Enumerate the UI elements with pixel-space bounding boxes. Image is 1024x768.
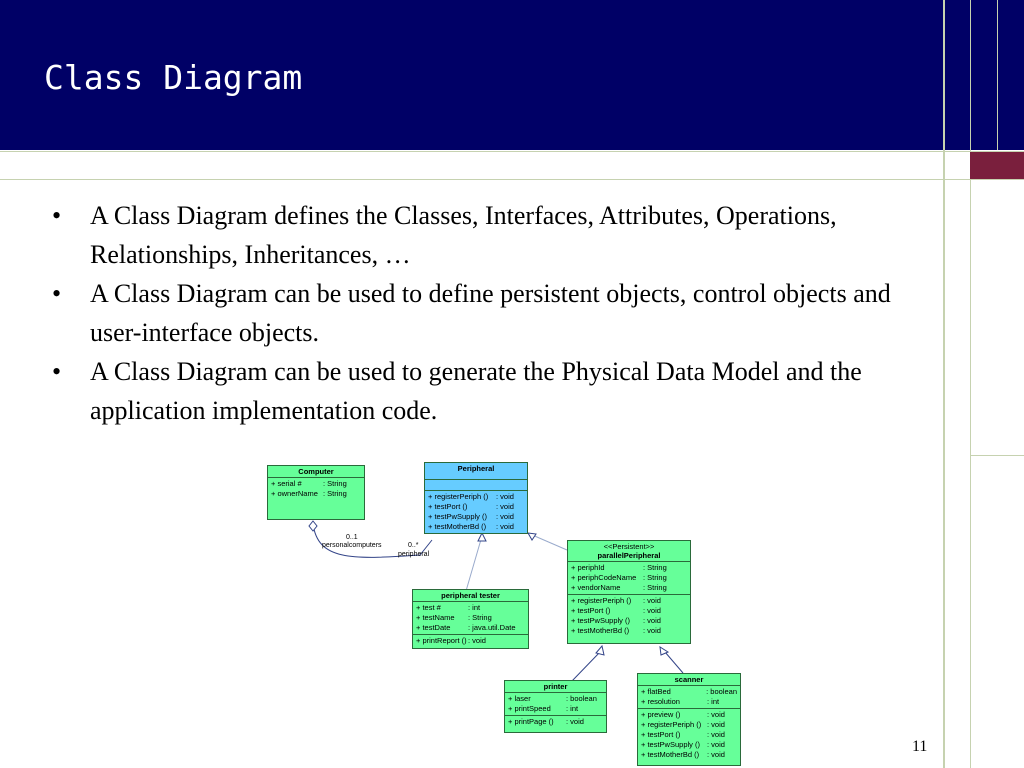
attribute-section: + laser: boolean + printSpeed: int [505, 693, 606, 716]
bullet-list: • A Class Diagram defines the Classes, In… [52, 196, 932, 430]
attribute-section: + test #: int + testName: String + testD… [413, 602, 528, 635]
generalization-arrow [477, 531, 487, 542]
operation-row: + testMotherBd (): void [428, 522, 514, 531]
bullet-dot: • [52, 279, 62, 308]
operation-row: + registerPeriph (): void [428, 492, 514, 501]
attribute-row: + flatBed: boolean [641, 687, 737, 696]
attribute-section: + serial #: String + ownerName: String [268, 478, 364, 500]
association-diamond [308, 520, 318, 532]
frame-line [997, 0, 998, 150]
operation-row: + testMotherBd (): void [571, 626, 661, 635]
class-name: scanner [638, 674, 740, 686]
attribute-row: + serial #: String [271, 479, 347, 488]
attribute-row: + periphId: String [571, 563, 667, 572]
class-peripheral-tester: peripheral tester + test #: int + testNa… [412, 589, 529, 649]
multiplicity-label: 0..* [408, 542, 419, 549]
page-number: 11 [912, 738, 928, 755]
operation-row: + testPort (): void [571, 606, 661, 615]
frame-line [0, 179, 1024, 180]
operation-section: + registerPeriph (): void + testPort ():… [568, 595, 690, 637]
generalization-line [664, 651, 684, 674]
generalization-line [571, 651, 601, 682]
frame-line [0, 151, 1024, 152]
class-scanner: scanner + flatBed: boolean + resolution:… [637, 673, 741, 766]
title-bar [0, 0, 1024, 150]
generalization-arrow [527, 532, 537, 541]
attribute-section: + periphId: String + periphCodeName: Str… [568, 562, 690, 595]
stereotype-label: <<Persistent>> [603, 542, 655, 551]
bullet-item: • A Class Diagram can be used to define p… [52, 274, 932, 352]
generalization-arrow [595, 644, 605, 656]
attribute-row: + ownerName: String [271, 489, 347, 498]
class-printer: printer + laser: boolean + printSpeed: i… [504, 680, 607, 733]
operation-row: + preview (): void [641, 710, 725, 719]
bullet-dot: • [52, 357, 62, 386]
bullet-dot: • [52, 201, 62, 230]
operation-row: + testPwSupply (): void [571, 616, 661, 625]
bullet-text: A Class Diagram can be used to define pe… [90, 279, 891, 347]
class-name: Computer [268, 466, 364, 478]
multiplicity-label: 0..1 [346, 534, 358, 541]
slide-title: Class Diagram [44, 58, 303, 97]
attribute-section: + flatBed: boolean + resolution: int [638, 686, 740, 709]
operation-row: + testMotherBd (): void [641, 750, 725, 759]
frame-line [943, 0, 945, 768]
operation-row: + testPwSupply (): void [428, 512, 514, 521]
class-parallel-peripheral: <<Persistent>> parallelPeripheral + peri… [567, 540, 691, 644]
generalization-line [529, 533, 568, 551]
generalization-arrow [659, 646, 670, 656]
attribute-row: + test #: int [416, 603, 481, 612]
association-line [312, 523, 433, 558]
operation-section: + registerPeriph (): void + testPort ():… [425, 491, 527, 533]
operation-row: + testPwSupply (): void [641, 740, 725, 749]
operation-section: + preview (): void + registerPeriph (): … [638, 709, 740, 761]
class-peripheral: Peripheral + registerPeriph (): void + t… [424, 462, 528, 534]
operation-row: + testPort (): void [641, 730, 725, 739]
operation-row: + testPort (): void [428, 502, 514, 511]
class-name: <<Persistent>> parallelPeripheral [568, 541, 690, 562]
bullet-item: • A Class Diagram can be used to generate… [52, 352, 932, 430]
attribute-row: + printSpeed: int [508, 704, 579, 713]
attribute-row: + resolution: int [641, 697, 720, 706]
operation-row: + printReport (): void [416, 636, 486, 645]
frame-line [970, 0, 971, 768]
attribute-row: + testName: String [416, 613, 492, 622]
attribute-row: + periphCodeName: String [571, 573, 667, 582]
role-label: personalcomputers [322, 542, 382, 549]
bullet-text: A Class Diagram can be used to generate … [90, 357, 862, 425]
attribute-section [425, 480, 527, 491]
accent-block [970, 152, 1024, 179]
class-name-text: parallelPeripheral [597, 551, 661, 560]
class-name: printer [505, 681, 606, 693]
class-name: Peripheral [425, 463, 527, 480]
bullet-item: • A Class Diagram defines the Classes, In… [52, 196, 932, 274]
operation-section: + printPage (): void [505, 716, 606, 728]
operation-row: + printPage (): void [508, 717, 584, 726]
class-name: peripheral tester [413, 590, 528, 602]
attribute-row: + vendorName: String [571, 583, 667, 592]
attribute-row: + laser: boolean [508, 694, 597, 703]
operation-row: + registerPeriph (): void [571, 596, 661, 605]
operation-section: + printReport (): void [413, 635, 528, 647]
bullet-text: A Class Diagram defines the Classes, Int… [90, 201, 837, 269]
frame-line [970, 455, 1024, 456]
role-label: peripheral [398, 551, 430, 558]
operation-row: + registerPeriph (): void [641, 720, 725, 729]
class-computer: Computer + serial #: String + ownerName:… [267, 465, 365, 520]
attribute-row: + testDate: java.util.Date [416, 623, 516, 632]
generalization-line [465, 535, 483, 592]
